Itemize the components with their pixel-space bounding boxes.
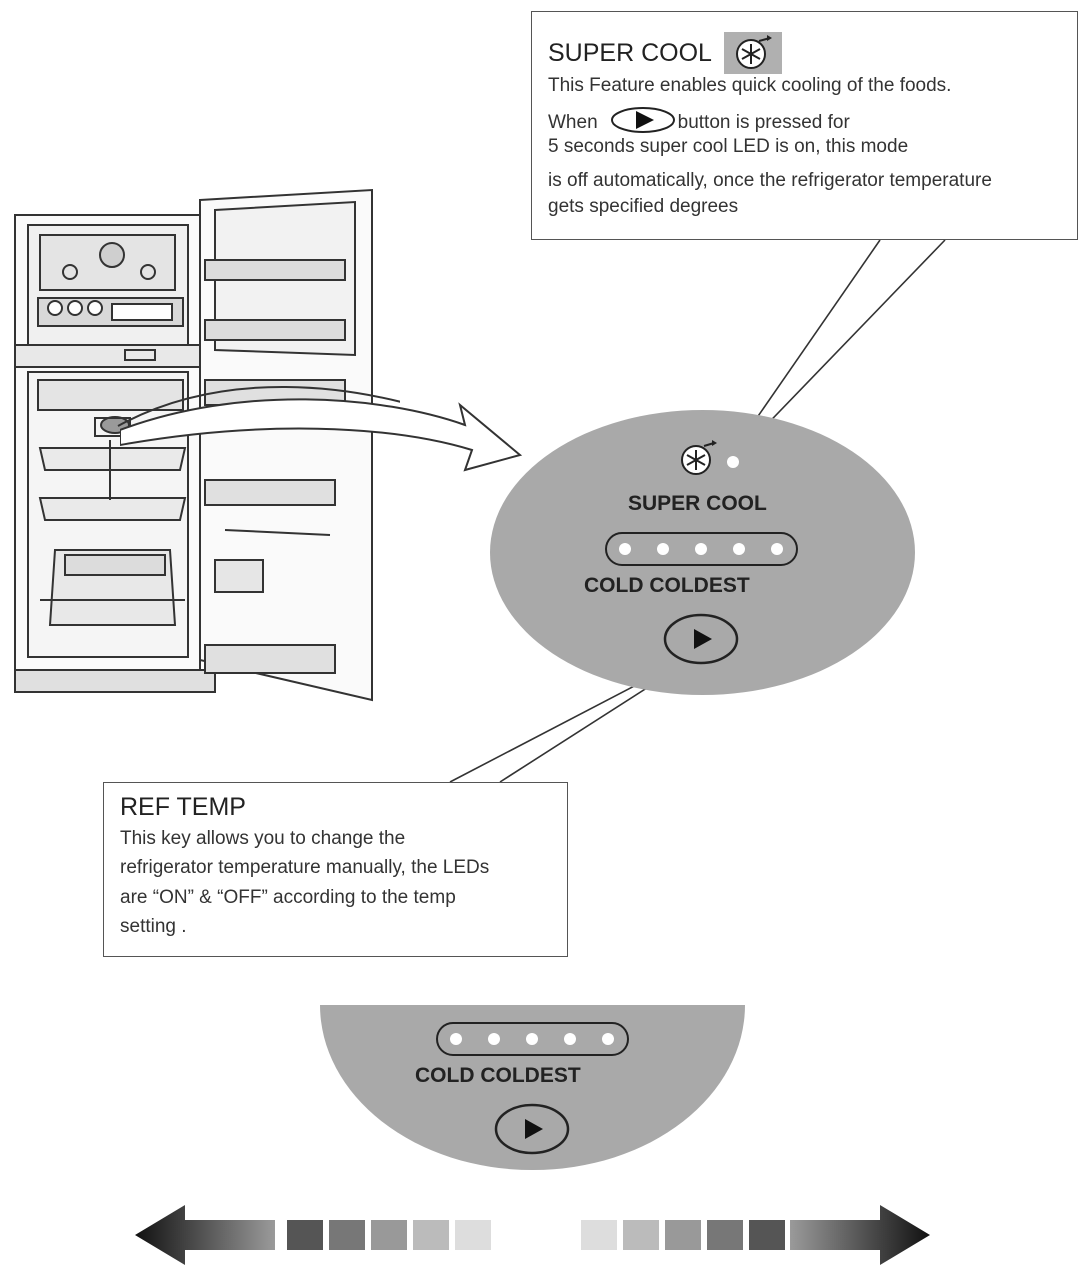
gradient-block bbox=[287, 1220, 323, 1250]
ref-temp-line-2: refrigerator temperature manually, the L… bbox=[120, 857, 490, 878]
play-button-inline-icon bbox=[610, 106, 676, 141]
led-bar-top bbox=[605, 532, 798, 566]
panel-scale-label-bottom: COLD COLDEST bbox=[415, 1064, 581, 1087]
gradient-block bbox=[623, 1220, 659, 1250]
gradient-block bbox=[455, 1220, 491, 1250]
gradient-block bbox=[497, 1220, 533, 1250]
led-indicator bbox=[602, 1033, 614, 1045]
super-cool-line-2b: button is pressed for bbox=[677, 112, 850, 133]
super-cool-line-4: is off automatically, once the refrigera… bbox=[548, 170, 992, 191]
refrigerator-illustration bbox=[14, 188, 400, 702]
led-indicator bbox=[619, 543, 631, 555]
led-indicator bbox=[488, 1033, 500, 1045]
play-button-top[interactable] bbox=[662, 612, 740, 666]
gradient-block bbox=[749, 1220, 785, 1250]
panel-super-cool-label: SUPER COOL bbox=[628, 492, 767, 515]
led-indicator bbox=[450, 1033, 462, 1045]
super-cool-line-1: This Feature enables quick cooling of th… bbox=[548, 75, 952, 96]
panel-scale-label-top: COLD COLDEST bbox=[584, 574, 750, 597]
temperature-gradient-arrow bbox=[135, 1205, 930, 1265]
super-cool-line-3: 5 seconds super cool LED is on, this mod… bbox=[548, 136, 909, 157]
ref-temp-title: REF TEMP bbox=[120, 793, 246, 821]
super-cool-icon bbox=[723, 32, 782, 74]
gradient-block bbox=[413, 1220, 449, 1250]
super-cool-title: SUPER COOL bbox=[548, 38, 712, 67]
led-indicator bbox=[564, 1033, 576, 1045]
led-indicator bbox=[526, 1033, 538, 1045]
play-button-bottom[interactable] bbox=[493, 1102, 571, 1156]
led-indicator bbox=[733, 543, 745, 555]
gradient-block bbox=[581, 1220, 617, 1250]
gradient-block bbox=[665, 1220, 701, 1250]
gradient-block bbox=[707, 1220, 743, 1250]
led-indicator bbox=[657, 543, 669, 555]
led-indicator bbox=[695, 543, 707, 555]
ref-temp-line-1: This key allows you to change the bbox=[120, 828, 406, 849]
led-indicator bbox=[771, 543, 783, 555]
led-indicators-bottom bbox=[450, 1033, 614, 1045]
led-bar-bottom bbox=[436, 1022, 629, 1056]
super-cool-callout: SUPER COOL This Feature enables quick co… bbox=[531, 11, 1078, 240]
pointer-arrow bbox=[120, 398, 523, 472]
gradient-block bbox=[371, 1220, 407, 1250]
super-cool-line-5: gets specified degrees bbox=[548, 196, 739, 217]
panel-super-cool-icon bbox=[681, 440, 739, 475]
ref-temp-callout: REF TEMP This key allows you to change t… bbox=[103, 782, 568, 957]
ref-temp-line-4: setting . bbox=[120, 916, 187, 937]
ref-temp-line-3: are “ON” & “OFF” according to the temp bbox=[120, 887, 456, 908]
super-cool-line-2a: When bbox=[548, 112, 598, 133]
gradient-block bbox=[329, 1220, 365, 1250]
led-indicators-top bbox=[619, 543, 783, 555]
gradient-block bbox=[539, 1220, 575, 1250]
